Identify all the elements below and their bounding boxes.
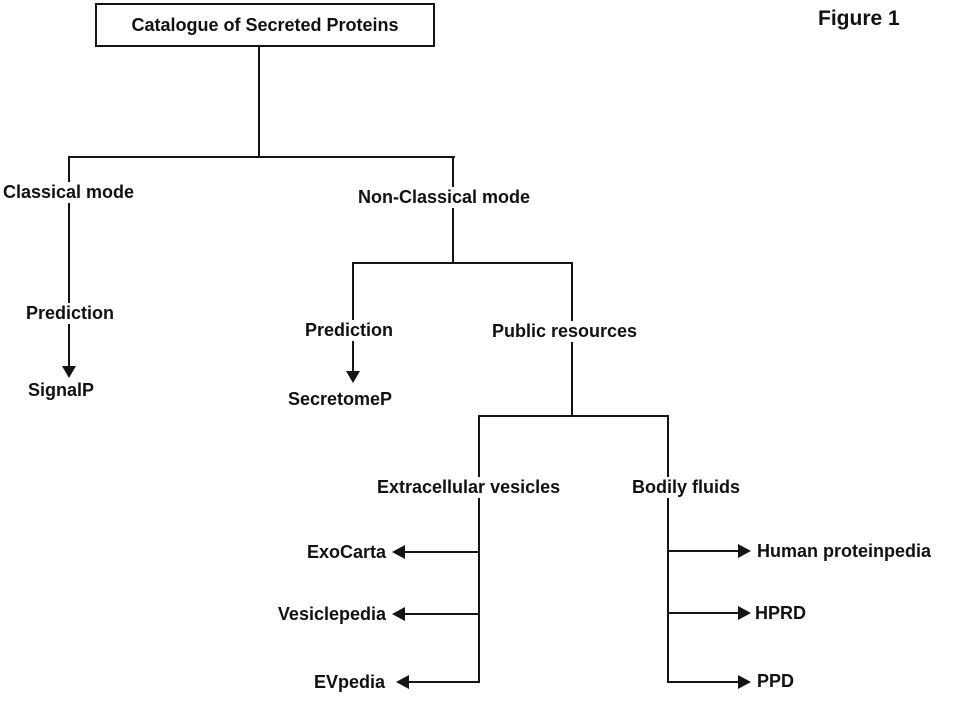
figure-label: Figure 1 (818, 7, 900, 30)
connector-ev-spine (478, 415, 480, 683)
arrowhead-exocarta-icon (392, 545, 405, 559)
node-vesiclepedia: Vesiclepedia (275, 604, 388, 625)
node-evpedia: EVpedia (311, 672, 387, 693)
node-exocarta: ExoCarta (304, 542, 388, 563)
connector-human-proteinpedia (668, 550, 738, 552)
node-bodily-fluids: Bodily fluids (630, 477, 742, 498)
connector-level2-horizontal (352, 262, 573, 264)
node-ppd: PPD (755, 671, 797, 692)
connector-ppd (668, 681, 738, 683)
node-classical-prediction: Prediction (24, 303, 117, 324)
node-hprd: HPRD (753, 603, 809, 624)
node-public-resources: Public resources (490, 321, 640, 342)
node-nonclassical-prediction: Prediction (303, 320, 396, 341)
arrowhead-hprd-icon (738, 606, 751, 620)
connector-level1-horizontal (68, 156, 455, 158)
node-extracellular-vesicles: Extracellular vesicles (375, 477, 563, 498)
connector-nonclassical-vertical (452, 156, 454, 264)
arrowhead-vesiclepedia-icon (392, 607, 405, 621)
node-classical-mode: Classical mode (1, 182, 137, 203)
connector-level3-horizontal (478, 415, 669, 417)
node-secretomep: SecretomeP (286, 389, 395, 410)
connector-evpedia (408, 681, 479, 683)
node-non-classical-mode: Non-Classical mode (356, 187, 533, 208)
arrowhead-human-proteinpedia-icon (738, 544, 751, 558)
connector-classical-vertical (68, 156, 70, 366)
connector-hprd (668, 612, 738, 614)
root-node-label: Catalogue of Secreted Proteins (131, 14, 399, 35)
connector-vesiclepedia (404, 613, 479, 615)
root-node-box: Catalogue of Secreted Proteins (95, 3, 435, 47)
arrowhead-signalp-icon (62, 366, 76, 378)
arrowhead-evpedia-icon (396, 675, 409, 689)
connector-prediction2-vertical (352, 262, 354, 372)
node-human-proteinpedia: Human proteinpedia (755, 541, 934, 562)
connector-exocarta (404, 551, 479, 553)
arrowhead-secretomep-icon (346, 371, 360, 383)
connector-bf-spine (667, 415, 669, 683)
connector-root-stem (258, 46, 260, 157)
node-signalp: SignalP (26, 380, 97, 401)
arrowhead-ppd-icon (738, 675, 751, 689)
